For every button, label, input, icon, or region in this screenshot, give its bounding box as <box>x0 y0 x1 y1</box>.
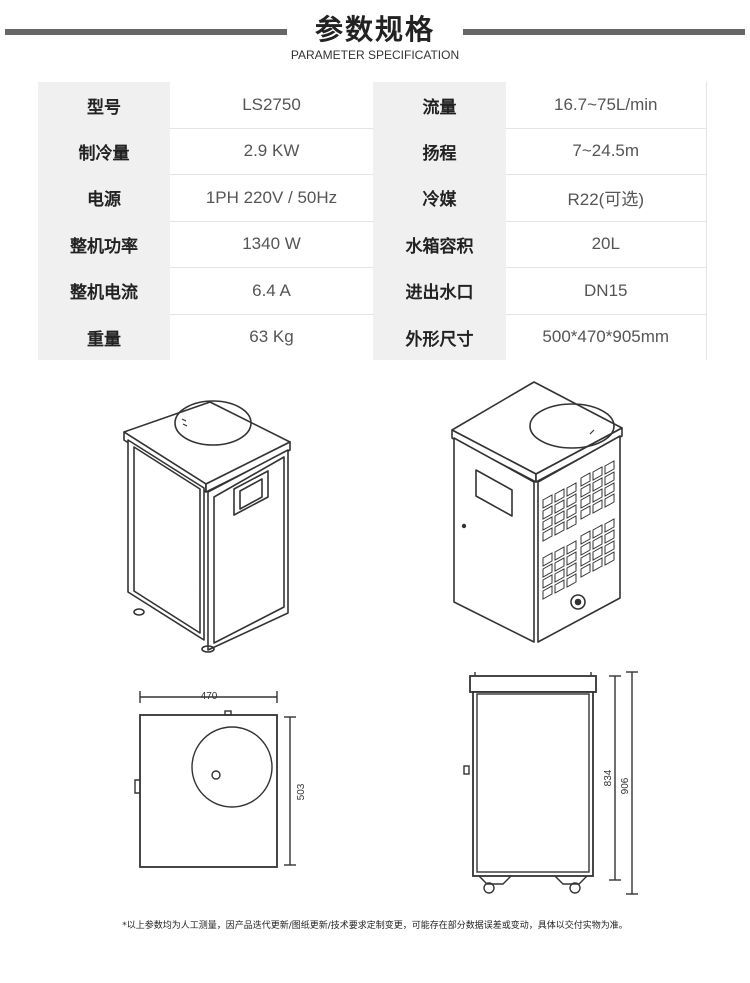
section-header: 参数规格 PARAMETER SPECIFICATION <box>0 0 750 70</box>
vent-slot <box>554 546 565 561</box>
front-isometric-drawing <box>123 400 291 653</box>
vent-slot <box>554 579 565 594</box>
footnote: *以上参数均为人工测量，因产品迭代更新/图纸更新/技术要求定制变更，可能存在部分… <box>122 921 628 931</box>
rear-isometric-drawing <box>451 381 623 643</box>
spec-value: 1PH 220V / 50Hz <box>170 174 373 221</box>
spec-row: 电源 1PH 220V / 50Hz 冷媒 R22(可选) <box>38 174 707 221</box>
section-title: 参数规格 <box>314 13 435 46</box>
spec-value: 7~24.5m <box>506 127 707 175</box>
spec-label: 扬程 <box>373 128 506 175</box>
vent-slot <box>566 562 577 577</box>
vent-slot <box>542 494 553 509</box>
spec-row: 整机电流 6.4 A 进出水口 DN15 <box>38 267 707 314</box>
spec-label: 外形尺寸 <box>373 314 506 360</box>
vent-slot <box>542 516 553 531</box>
vent-slot <box>592 466 603 481</box>
spec-label: 整机电流 <box>38 267 170 314</box>
vent-slot <box>566 573 577 588</box>
vent-slot <box>566 540 577 555</box>
vent-slot <box>580 494 591 509</box>
spec-label: 重量 <box>38 314 170 360</box>
spec-label: 冷媒 <box>373 174 506 221</box>
vent-slot <box>566 515 577 530</box>
vent-slot <box>604 529 615 544</box>
vent-slot <box>542 527 553 542</box>
spec-value: 500*470*905mm <box>506 313 707 360</box>
spec-label: 流量 <box>373 82 506 128</box>
vent-slot <box>604 482 615 497</box>
vent-slot <box>592 557 603 572</box>
vent-slot <box>554 510 565 525</box>
vent-slot <box>580 505 591 520</box>
dimension-width-label: 470 <box>201 691 218 702</box>
spec-label: 水箱容积 <box>373 221 506 268</box>
vent-slot <box>604 471 615 486</box>
spec-value: 6.4 A <box>170 267 373 314</box>
vent-slot <box>580 530 591 545</box>
spec-table: 型号 LS2750 流量 16.7~75L/min 制冷量 2.9 KW 扬程 … <box>38 82 707 360</box>
vent-slot <box>592 524 603 539</box>
vent-slot <box>554 521 565 536</box>
spec-value: 63 Kg <box>170 313 373 360</box>
vent-slot <box>592 488 603 503</box>
vent-slot <box>580 472 591 487</box>
vent-slot <box>604 493 615 508</box>
vent-slot <box>604 540 615 555</box>
spec-value: LS2750 <box>170 82 373 128</box>
section-subtitle: PARAMETER SPECIFICATION <box>290 48 460 62</box>
dimension-depth-label: 503 <box>296 783 307 800</box>
header-rule-left <box>5 29 287 35</box>
vent-slot <box>542 563 553 578</box>
vent-slot <box>542 505 553 520</box>
vent-slot <box>566 493 577 508</box>
vent-slot <box>592 535 603 550</box>
vent-slot <box>592 477 603 492</box>
vent-slot <box>566 504 577 519</box>
spec-row: 制冷量 2.9 KW 扬程 7~24.5m <box>38 127 707 175</box>
vent-slot <box>542 585 553 600</box>
vent-slot <box>542 552 553 567</box>
vent-slot <box>592 499 603 514</box>
spec-value: 2.9 KW <box>170 127 373 175</box>
spec-row: 整机功率 1340 W 水箱容积 20L <box>38 220 707 268</box>
spec-label: 整机功率 <box>38 221 170 268</box>
vent-slot <box>580 552 591 567</box>
vent-slot <box>604 460 615 475</box>
spec-row: 型号 LS2750 流量 16.7~75L/min <box>38 82 707 128</box>
vent-slot <box>554 488 565 503</box>
vent-slot <box>580 483 591 498</box>
header-rule-right <box>463 29 745 35</box>
spec-value: 20L <box>506 220 707 268</box>
vent-slot <box>566 482 577 497</box>
vent-slot <box>580 563 591 578</box>
vent-slot <box>604 518 615 533</box>
vent-slot <box>542 574 553 589</box>
spec-label: 制冷量 <box>38 128 170 175</box>
spec-label: 电源 <box>38 174 170 221</box>
spec-value: 16.7~75L/min <box>506 82 707 128</box>
vent-slot <box>554 557 565 572</box>
vent-slot <box>554 499 565 514</box>
dimension-body-height-label: 834 <box>603 769 614 786</box>
side-view-drawing: 834 906 <box>463 671 638 895</box>
spec-value: DN15 <box>506 267 707 314</box>
vent-slot <box>554 568 565 583</box>
spec-value: 1340 W <box>170 220 373 268</box>
vent-slot <box>566 551 577 566</box>
spec-row: 重量 63 Kg 外形尺寸 500*470*905mm <box>38 313 707 360</box>
spec-value: R22(可选) <box>506 174 707 221</box>
dimension-total-height-label: 906 <box>620 777 631 794</box>
vent-slot <box>604 551 615 566</box>
spec-label: 进出水口 <box>373 267 506 314</box>
vent-slot <box>580 541 591 556</box>
spec-label: 型号 <box>38 82 170 128</box>
top-view-drawing: 470 503 <box>134 691 307 868</box>
vent-slot <box>592 546 603 561</box>
